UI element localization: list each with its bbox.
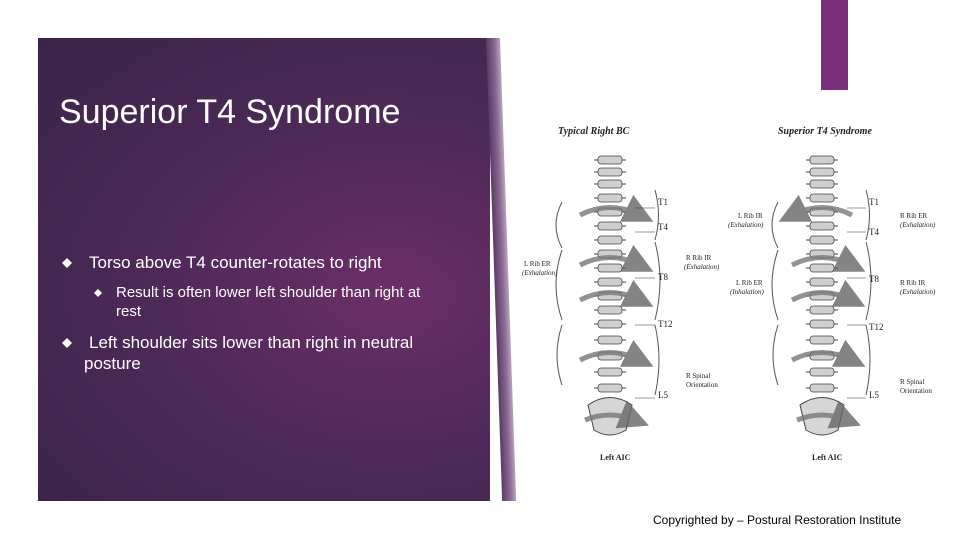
left-caption: Left AIC bbox=[600, 453, 631, 462]
title-panel bbox=[38, 38, 490, 501]
right-r-rib-er-sub: (Exhalation) bbox=[900, 221, 936, 229]
bullet-2-line1: Left shoulder sits lower than right in n… bbox=[89, 333, 414, 352]
subbullet-1-line2: rest bbox=[116, 303, 142, 320]
right-spine-figure: Superior T4 Syndrome T1 T4 T8 T12 L5 bbox=[728, 126, 936, 462]
left-level-t4: T4 bbox=[658, 222, 668, 232]
spine-diagram: Typical Right BC T1 T4 T8 T12 L5 bbox=[522, 126, 936, 462]
slide-title: Superior T4 Syndrome bbox=[59, 93, 401, 131]
left-l-rib-er-sub: (Exhalation) bbox=[522, 269, 558, 277]
diamond-bullet-icon bbox=[62, 338, 72, 348]
left-r-spinal: R Spinal bbox=[686, 372, 710, 380]
left-r-rib-ir-sub: (Exhalation) bbox=[684, 263, 720, 271]
right-heading: Superior T4 Syndrome bbox=[778, 126, 872, 137]
right-level-l5: L5 bbox=[869, 390, 879, 400]
right-level-t12: T12 bbox=[869, 322, 884, 332]
right-r-rib-ir: R Rib IR bbox=[900, 279, 926, 287]
right-r-rib-er: R Rib ER bbox=[900, 212, 928, 220]
right-r-spinal-sub: Orientation bbox=[900, 387, 932, 395]
right-l-rib-er-sub: (Inhalation) bbox=[730, 288, 764, 296]
right-l-rib-er: L Rib ER bbox=[736, 279, 763, 287]
diamond-bullet-icon bbox=[94, 289, 102, 297]
subbullet-1-line1: Result is often lower left shoulder than… bbox=[116, 284, 421, 301]
diamond-bullet-icon bbox=[62, 258, 72, 268]
left-level-t1: T1 bbox=[658, 197, 668, 207]
right-level-t1: T1 bbox=[869, 197, 879, 207]
right-l-rib-ir-sub: (Exhalation) bbox=[728, 221, 764, 229]
left-heading: Typical Right BC bbox=[558, 126, 630, 137]
left-level-l5: L5 bbox=[658, 390, 668, 400]
right-r-spinal: R Spinal bbox=[900, 378, 924, 386]
left-level-t12: T12 bbox=[658, 319, 673, 329]
left-spine-figure: Typical Right BC T1 T4 T8 T12 L5 bbox=[522, 126, 720, 462]
right-l-rib-ir: L Rib IR bbox=[738, 212, 763, 220]
left-level-t8: T8 bbox=[658, 272, 668, 282]
right-level-t4: T4 bbox=[869, 227, 879, 237]
copyright-footer: Copyrighted by – Postural Restoration In… bbox=[653, 513, 902, 527]
right-r-rib-ir-sub: (Exhalation) bbox=[900, 288, 936, 296]
left-r-spinal-sub: Orientation bbox=[686, 381, 718, 389]
bullet-2-line2: posture bbox=[84, 354, 141, 373]
right-level-t8: T8 bbox=[869, 274, 879, 284]
left-l-rib-er: L Rib ER bbox=[524, 260, 551, 268]
accent-bar bbox=[821, 0, 848, 90]
bullet-1-text: Torso above T4 counter-rotates to right bbox=[89, 253, 382, 272]
left-r-rib-ir: R Rib IR bbox=[686, 254, 712, 262]
right-caption: Left AIC bbox=[812, 453, 843, 462]
